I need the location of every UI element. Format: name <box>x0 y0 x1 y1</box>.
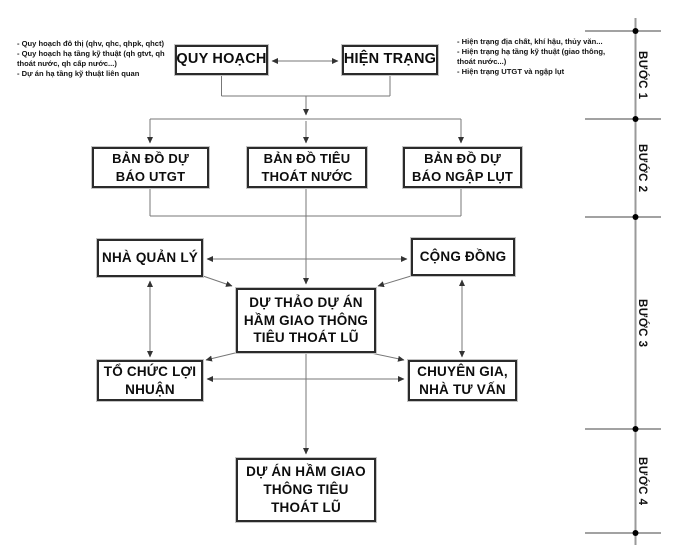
box-ban-do-tieu-thoat-nuoc: BẢN ĐỒ TIÊU THOÁT NƯỚC <box>247 147 367 188</box>
box-to-chuc-loi-nhuan: TỔ CHỨC LỢI NHUẬN <box>97 360 203 401</box>
box-label-line: BẢN ĐỒ DỰ <box>424 151 501 167</box>
step-4-label: BƯỚC 4 <box>636 456 648 506</box>
note-line: - Hiện trạng hạ tầng kỹ thuật (giao thôn… <box>457 46 606 56</box>
box-quy-hoach: QUY HOẠCH <box>175 45 268 75</box>
note-line: - Hiện trạng UTGT và ngập lụt <box>457 66 565 76</box>
box-label-line: TIÊU THOÁT LŨ <box>253 330 359 346</box>
step-3-label: BƯỚC 3 <box>636 298 648 348</box>
planning-inputs-note: - Quy hoạch đô thị (qhv, qhc, qhpk, qhct… <box>17 39 177 78</box>
note-line: thoát nước...) <box>457 56 507 66</box>
box-label-line: CHUYÊN GIA, <box>417 363 508 379</box>
step-ruler-ticks <box>585 30 661 534</box>
box-hien-trang: HIỆN TRẠNG <box>342 45 438 75</box>
box-ban-do-du-bao-ngap-lut: BẢN ĐỒ DỰ BÁO NGẬP LỤT <box>403 147 522 188</box>
box-label-line: BÁO NGẬP LỤT <box>411 168 514 184</box>
note-line: thoát nước, qh cấp nước...) <box>17 58 117 68</box>
box-label-line: HẦM GIAO THÔNG <box>243 312 369 328</box>
box-cong-dong: CỘNG ĐỒNG <box>411 238 515 276</box>
box-label-line: DỰ THẢO DỰ ÁN <box>249 294 363 310</box>
box-chuyen-gia-nha-tu-van: CHUYÊN GIA, NHÀ TƯ VẤN <box>408 360 517 401</box>
box-label-line: THOÁT NƯỚC <box>261 168 353 184</box>
current-status-note: - Hiện trạng địa chất, khí hậu, thủy văn… <box>457 37 607 76</box>
box-label-line: BÁO UTGT <box>115 168 186 184</box>
step-1-label: BƯỚC 1 <box>636 50 648 100</box>
box-nha-quan-ly: NHÀ QUẢN LÝ <box>97 239 203 277</box>
step-ruler-dots <box>632 28 639 536</box>
box-label-line: NHÀ TƯ VẤN <box>419 381 506 397</box>
box-ban-do-du-bao-utgt: BẢN ĐỒ DỰ BÁO UTGT <box>92 147 209 188</box>
box-du-an-ham-giao-thong: DỰ ÁN HẦM GIAO THÔNG TIÊU THOÁT LŨ <box>236 458 376 522</box>
box-label-line: NHUẬN <box>125 381 175 397</box>
box-label-line: BẢN ĐỒ TIÊU <box>263 151 351 167</box>
note-line: - Quy hoạch đô thị (qhv, qhc, qhpk, qhct… <box>17 39 165 48</box>
box-label-line: DỰ ÁN HẦM GIAO <box>246 464 366 480</box>
box-label-line: THOÁT LŨ <box>271 499 341 515</box>
note-line: - Quy hoạch hạ tầng kỹ thuật (qh gtvt, q… <box>17 48 165 58</box>
box-label-line: THÔNG TIÊU <box>263 482 349 498</box>
box-label: HIỆN TRẠNG <box>343 51 437 68</box>
note-line: - Dự án hạ tầng kỹ thuật liên quan <box>17 68 140 78</box>
box-label: QUY HOẠCH <box>176 51 267 68</box>
note-line: - Hiện trạng địa chất, khí hậu, thủy văn… <box>457 37 603 46</box>
step-2-label: BƯỚC 2 <box>636 143 648 193</box>
box-label-line: BẢN ĐỒ DỰ <box>112 151 189 167</box>
box-label: NHÀ QUẢN LÝ <box>102 250 198 266</box>
box-du-thao-du-an: DỰ THẢO DỰ ÁN HẦM GIAO THÔNG TIÊU THOÁT … <box>236 288 376 353</box>
box-label-line: TỔ CHỨC LỢI <box>103 363 197 379</box>
box-label: CỘNG ĐỒNG <box>419 249 507 265</box>
